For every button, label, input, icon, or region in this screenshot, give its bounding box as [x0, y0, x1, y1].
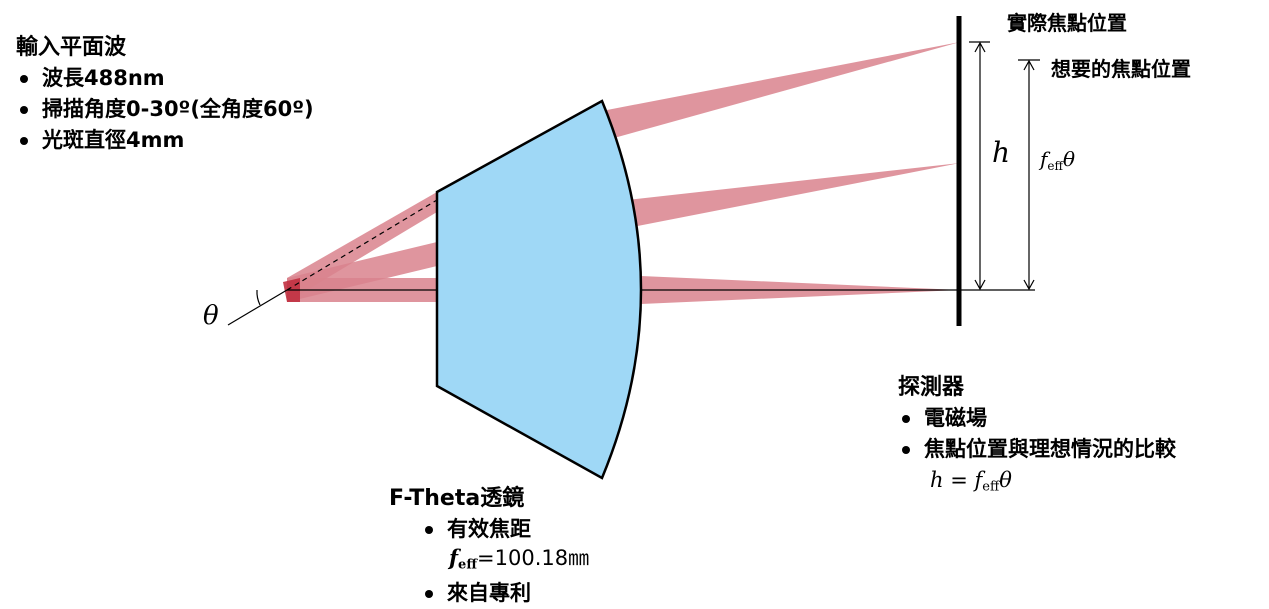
angle-theta-label: θ: [203, 301, 219, 331]
h-arrow-bottom: [974, 279, 986, 291]
eq-f: f: [974, 468, 983, 492]
beam-mid-out: [627, 163, 960, 228]
feff-theta-label: feffθ: [1038, 147, 1075, 173]
f-arrow-top: [1023, 59, 1035, 71]
angle-arm-lower: [227, 289, 288, 326]
list-item: 來自專利: [421, 578, 589, 609]
input-wave-heading: 輸入平面波: [16, 35, 127, 60]
feff-theta: θ: [1063, 147, 1075, 171]
focal-value: =100.18㎜: [477, 546, 590, 570]
list-item: 焦點位置與理想情況的比較: [898, 434, 1176, 465]
focal-value-line: feff=100.18㎜: [421, 545, 589, 578]
angle-dashed-ray: [286, 199, 438, 291]
list-item: 波長488nm: [16, 63, 314, 94]
list-item: 掃描角度0-30º(全角度60º): [16, 94, 314, 125]
focal-f: f: [449, 545, 459, 570]
list-item: 光斑直徑4mm: [16, 125, 314, 156]
desired-focus-label: 想要的焦點位置: [1051, 57, 1191, 81]
f-arrow-bottom: [1023, 279, 1035, 291]
input-wave-block: 輸入平面波 波長488nm 掃描角度0-30º(全角度60º) 光斑直徑4mm: [16, 33, 314, 156]
list-item: 電磁場: [898, 403, 1176, 434]
lens-list: 有效焦距 feff=100.18㎜ 來自專利: [421, 514, 589, 609]
angle-arc: [256, 289, 261, 306]
actual-focus-label: 實際焦點位置: [1007, 11, 1127, 35]
detector-equation: h = feffθ: [898, 465, 1176, 502]
focal-sub: eff: [458, 557, 478, 573]
beam-top-out: [607, 42, 960, 138]
f-theta-lens: [435, 99, 643, 480]
eq-equals: =: [943, 468, 975, 492]
beam-mid-in: [287, 242, 437, 302]
lens-heading: F-Theta透鏡: [389, 486, 525, 511]
detector-list: 電磁場 焦點位置與理想情況的比較: [898, 403, 1176, 465]
list-item: 有效焦距: [421, 514, 589, 545]
input-wave-list: 波長488nm 掃描角度0-30º(全角度60º) 光斑直徑4mm: [16, 63, 314, 156]
detector-heading: 探測器: [898, 375, 965, 400]
detector-block: 探測器 電磁場 焦點位置與理想情況的比較 h = feffθ: [898, 373, 1176, 502]
beam-top-in: [287, 192, 437, 302]
eq-h: h: [930, 468, 944, 492]
h-arrow-top: [974, 41, 986, 53]
eq-theta: θ: [999, 468, 1012, 492]
feff-sub: eff: [1047, 159, 1064, 173]
eq-sub: eff: [982, 479, 1000, 495]
lens-block: F-Theta透鏡 有效焦距 feff=100.18㎜ 來自專利: [389, 484, 589, 609]
h-label: h: [992, 136, 1010, 169]
